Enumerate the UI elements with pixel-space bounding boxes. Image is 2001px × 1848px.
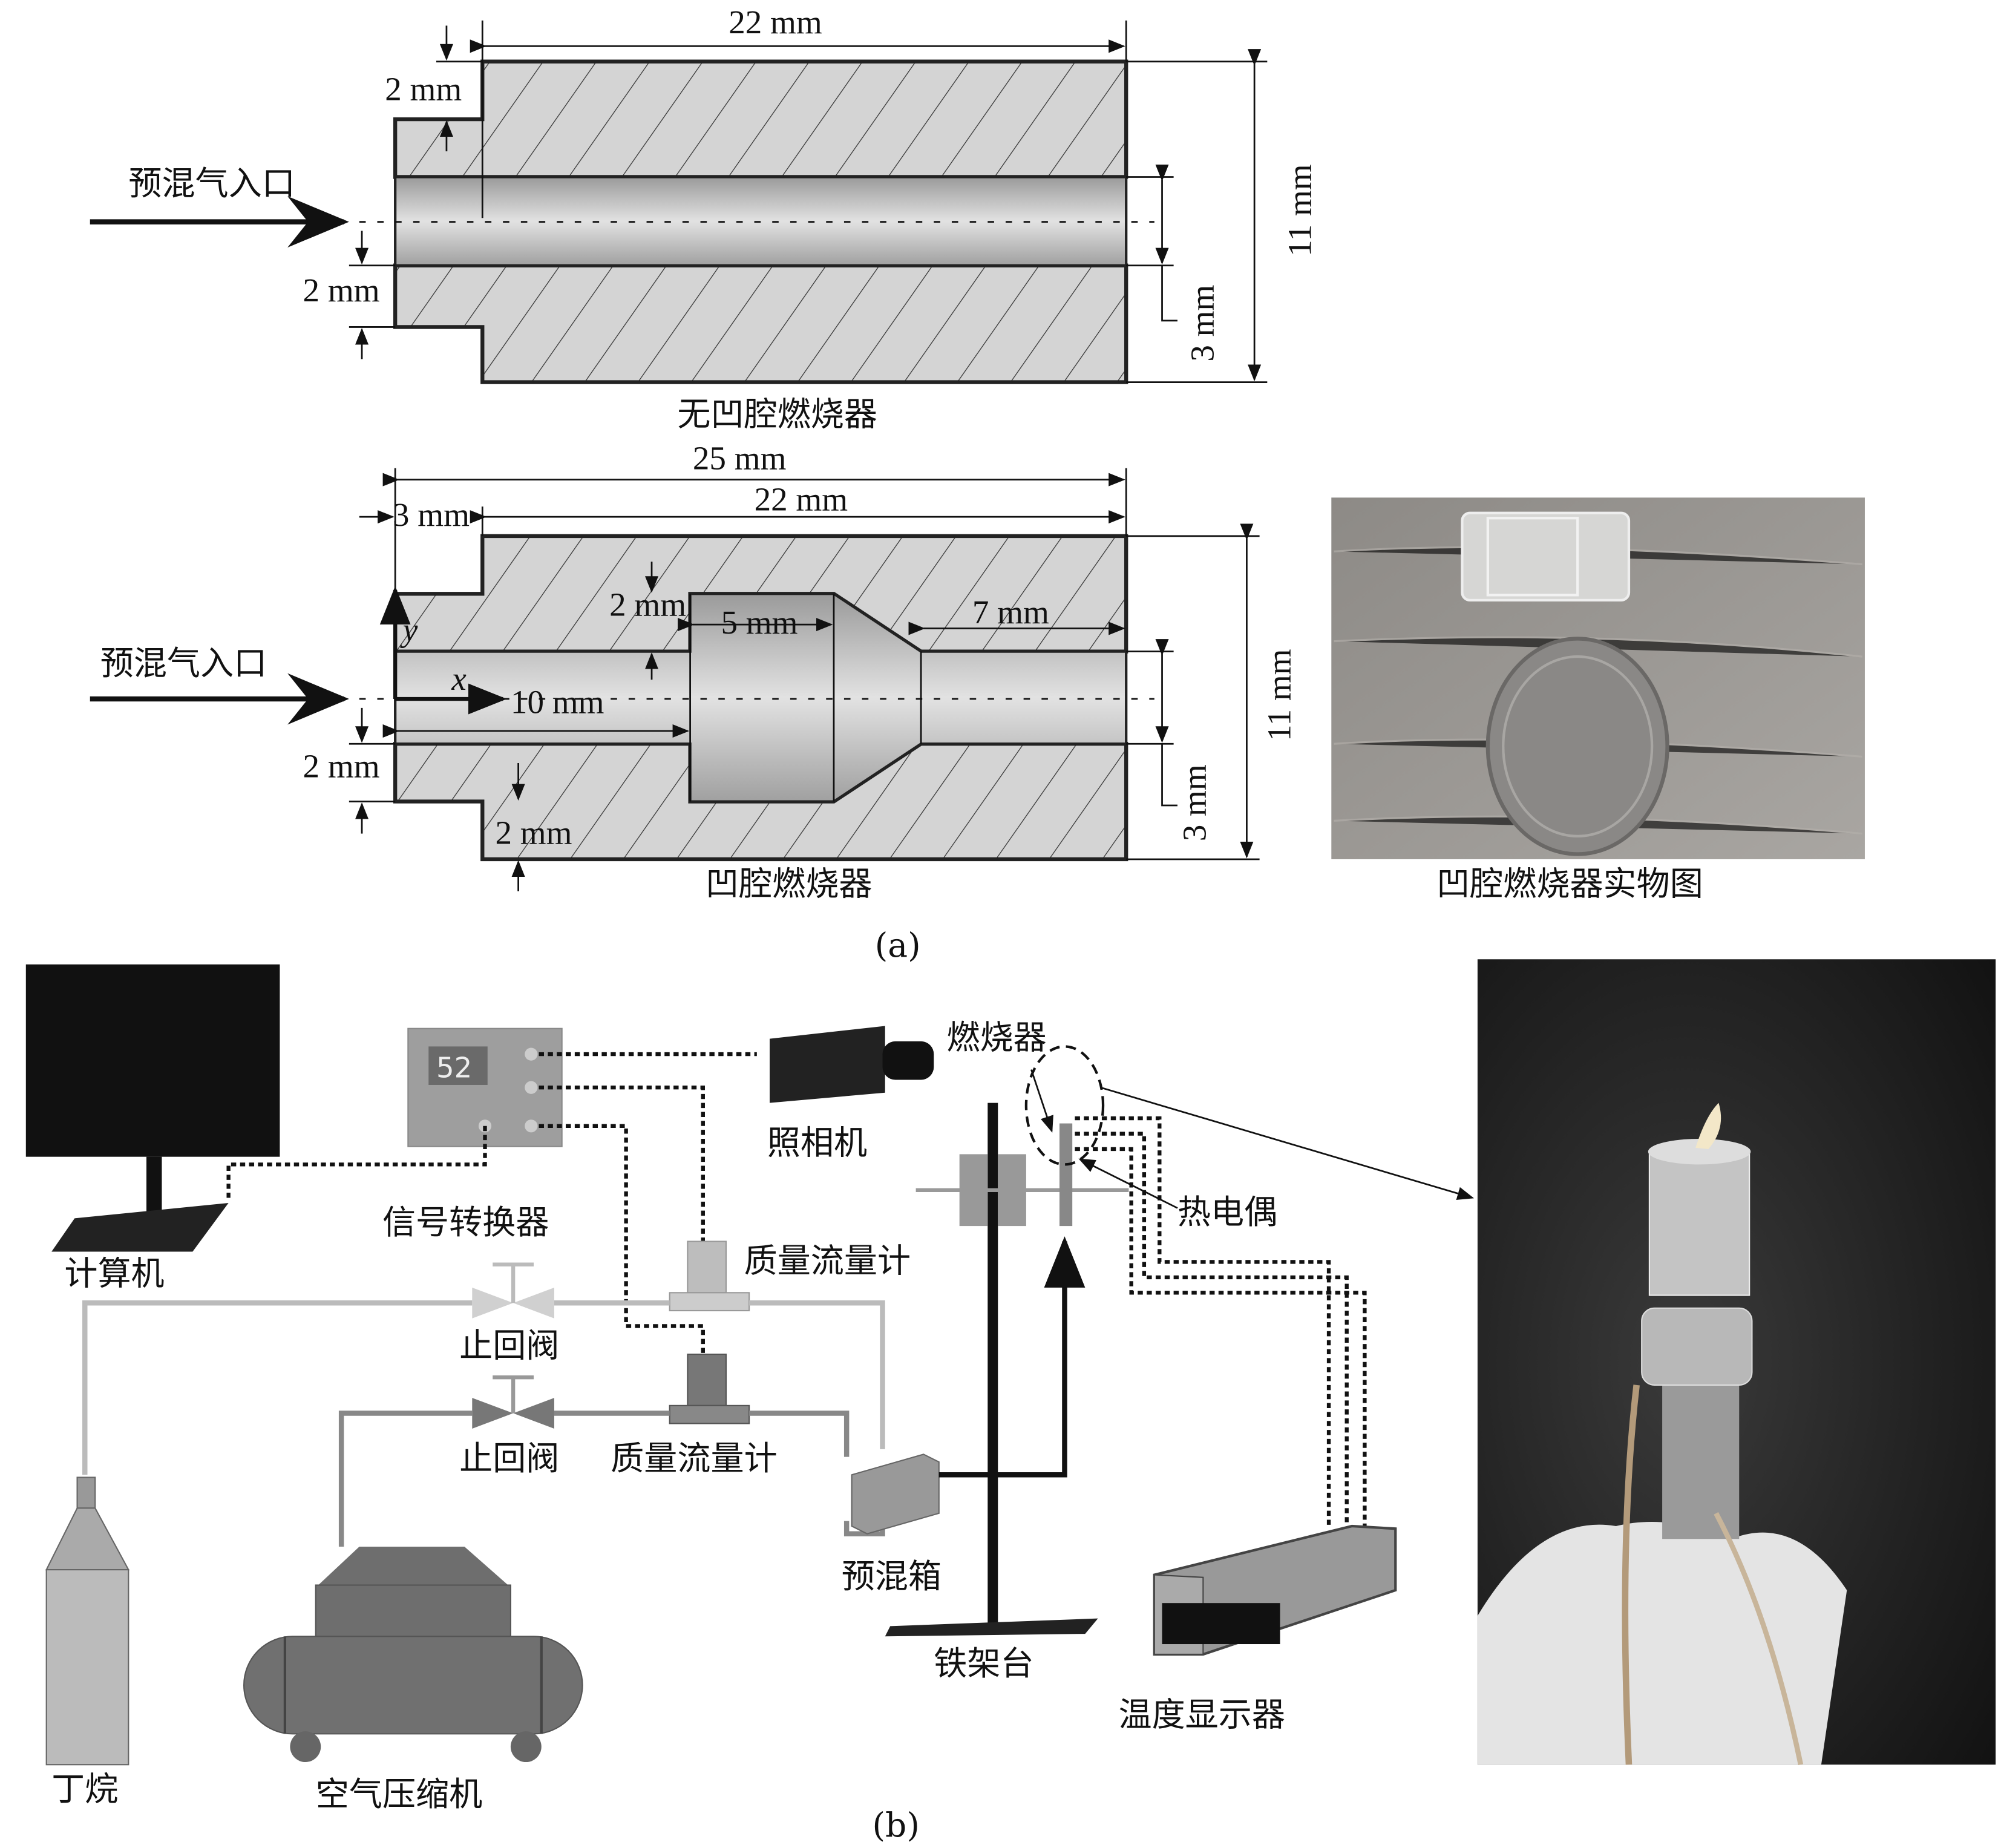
- setup-schematic: 计算机 52 信号转换器 照相机 质量流量计 质量流量计 止回阀 止回阀 预混箱…: [25, 964, 1475, 1814]
- dim-cavity-depth: 2 mm: [609, 586, 686, 623]
- label-premix: 预混箱: [842, 1557, 942, 1596]
- inlet-label: 预混气入口: [100, 644, 267, 683]
- butane-cylinder-icon: [45, 1507, 130, 1571]
- inlet-label: 预混气入口: [128, 164, 295, 203]
- camera-icon: [770, 1026, 885, 1103]
- dim-channel: 3 mm: [1184, 285, 1220, 362]
- check-valve-icon: [472, 1262, 554, 1319]
- label-computer: 计算机: [64, 1254, 164, 1293]
- label-valve-2: 止回阀: [459, 1439, 559, 1478]
- dim-body: 22 mm: [755, 481, 848, 518]
- dim-step-bottom: 2 mm: [303, 272, 380, 309]
- label-flowmeter-1: 质量流量计: [744, 1241, 911, 1280]
- plain-burner-title: 无凹腔燃烧器: [677, 395, 877, 434]
- flame-icon: [1695, 1103, 1721, 1149]
- flame-photo: [1477, 959, 1996, 1766]
- label-compressor: 空气压缩机: [316, 1775, 482, 1814]
- dim-step-side: 2 mm: [303, 747, 380, 784]
- converter-display: 52: [436, 1051, 472, 1084]
- dim-total: 25 mm: [693, 440, 787, 477]
- label-camera: 照相机: [767, 1123, 867, 1162]
- burner-object-icon: [1461, 511, 1631, 601]
- cavity-burner-photo: 凹腔燃烧器实物图: [1331, 497, 1865, 903]
- dim-height: 11 mm: [1260, 649, 1297, 741]
- check-valve-icon: [472, 1375, 554, 1429]
- mass-flow-meter-icon: [687, 1240, 727, 1294]
- dim-cavity-length: 5 mm: [721, 604, 797, 641]
- computer-monitor-icon: [25, 964, 280, 1157]
- label-burner: 燃烧器: [946, 1018, 1046, 1057]
- label-thermocouple: 热电偶: [1177, 1193, 1277, 1231]
- cavity-burner-drawing: 预混气入口 x y 25 mm 22 mm 3 mm 2 mm 5 mm 7 m…: [90, 440, 1297, 903]
- axis-x: x: [451, 660, 467, 697]
- caption-b: (b): [873, 1806, 920, 1844]
- axis-y: y: [400, 612, 418, 649]
- photo-caption: 凹腔燃烧器实物图: [1436, 864, 1703, 903]
- premix-box-icon: [851, 1453, 940, 1535]
- cavity-burner-title: 凹腔燃烧器: [706, 864, 872, 903]
- air-compressor-icon: [318, 1546, 508, 1585]
- label-temp-display: 温度显示器: [1118, 1696, 1285, 1734]
- label-flowmeter-2: 质量流量计: [611, 1439, 777, 1478]
- caption-a: (a): [875, 926, 921, 965]
- iron-stand-icon: [987, 1103, 998, 1629]
- dim-bottom-step: 2 mm: [495, 814, 572, 851]
- dim-step-top: 2 mm: [385, 70, 462, 107]
- label-stand: 铁架台: [934, 1644, 1033, 1683]
- dim-exit-length: 7 mm: [972, 594, 1049, 631]
- plain-burner-drawing: 预混气入口 22 mm 2 mm 2 mm 3 mm 11 mm 无凹腔燃烧器: [90, 4, 1318, 434]
- coin-icon: [1485, 637, 1669, 856]
- dim-step: 3 mm: [393, 496, 470, 533]
- dim-height: 11 mm: [1281, 164, 1318, 257]
- dim-length: 22 mm: [729, 4, 822, 41]
- label-butane: 丁烷: [51, 1770, 118, 1809]
- dim-channel: 3 mm: [1176, 764, 1213, 841]
- burner-tube-icon: [1059, 1123, 1073, 1227]
- label-valve-1: 止回阀: [459, 1326, 559, 1365]
- mass-flow-meter-icon: [687, 1353, 727, 1406]
- label-converter: 信号转换器: [382, 1203, 549, 1242]
- dim-inlet-length: 10 mm: [511, 683, 604, 720]
